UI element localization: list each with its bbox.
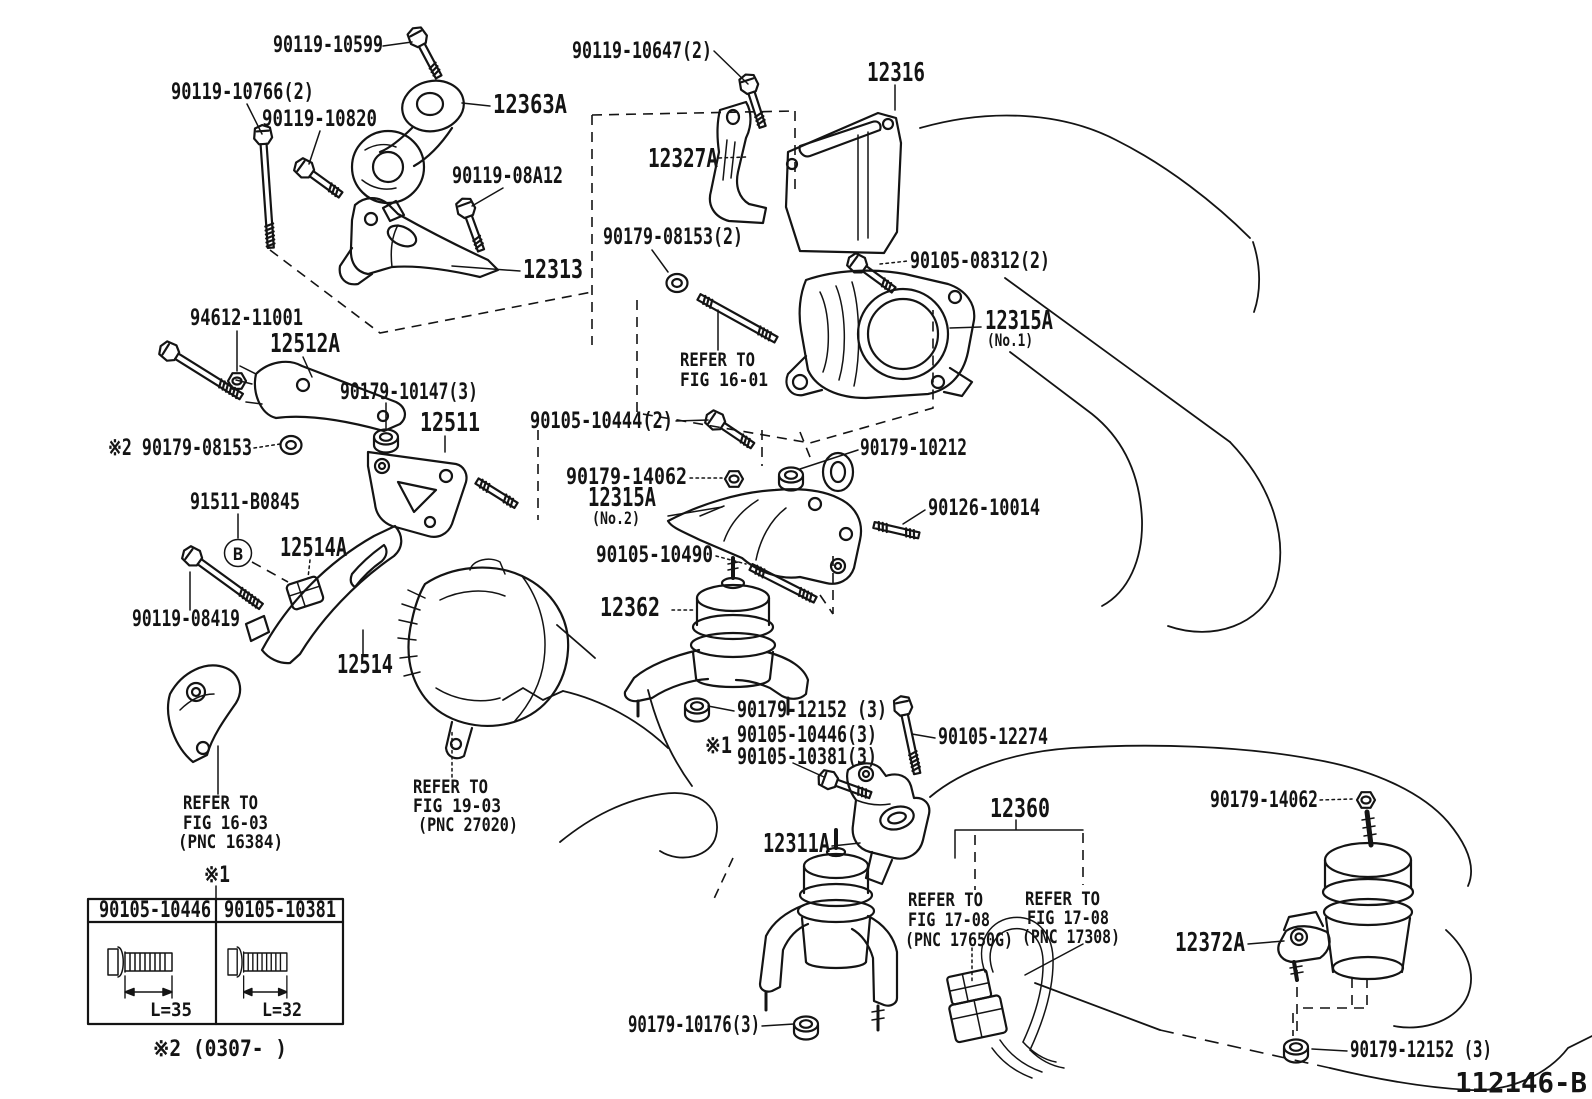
label-12511: 12511: [420, 408, 480, 438]
label-90179-08153: 90179-08153(2): [603, 225, 743, 250]
label-90179-10212: 90179-10212: [860, 436, 967, 461]
label-90179-12152-right: 90179-12152 (3): [1350, 1038, 1492, 1063]
label-ref-1603-line2: FIG 16-03: [183, 812, 268, 834]
label-ref-1903-line3: (PNC 27020): [418, 814, 518, 836]
table-length-l35: L=35: [150, 999, 192, 1021]
label-note2-90179-08153: ※2 90179-08153: [108, 436, 252, 461]
label-ref-1601-line2: FIG 16-01: [680, 369, 768, 391]
label-ref-1708a-line2: FIG 17-08: [908, 909, 990, 931]
label-12327a: 12327A: [648, 144, 718, 174]
label-90179-14062-mid: 90179-14062: [566, 465, 687, 490]
label-94612-11001: 94612-11001: [190, 306, 303, 331]
label-ref-1903-line1: REFER TO: [413, 776, 488, 798]
bracket-12512a: [235, 360, 406, 433]
label-12311a: 12311A: [763, 829, 830, 859]
label-12362: 12362: [600, 593, 660, 623]
engine-mount-12360: [758, 828, 899, 1032]
labels: 90119-10599 90119-10766(2) 90119-10820 1…: [99, 33, 1587, 1099]
label-90126-10014: 90126-10014: [928, 496, 1040, 521]
label-90105-08312: 90105-08312(2): [910, 249, 1050, 274]
label-91511-b0845: 91511-B0845: [190, 490, 300, 515]
label-12514a: 12514A: [280, 533, 347, 563]
circled-b-callout: B: [223, 538, 253, 568]
torque-rod-12363a: [350, 79, 465, 223]
table-header-90105-10381: 90105-10381: [224, 898, 336, 923]
label-90119-08a12: 90119-08A12: [452, 164, 563, 189]
label-ref-1708a-line3: (PNC 17650G): [905, 929, 1013, 951]
label-ref-1708b-line3: (PNC 17308): [1022, 926, 1120, 948]
label-ref-1708b-line1: REFER TO: [1025, 888, 1100, 910]
table-note-below: ※2 (0307- ): [153, 1037, 287, 1062]
construction-lines: [251, 110, 1368, 1038]
bolt-length-table: [86, 897, 345, 1026]
label-ref-1601-line1: REFER TO: [680, 349, 755, 371]
label-12363a: 12363A: [493, 90, 567, 120]
label-12315a-no1: 12315A: [985, 306, 1053, 336]
label-12313: 12313: [523, 255, 583, 285]
label-12315a-no2: 12315A: [588, 483, 656, 513]
table-length-l32: L=32: [262, 999, 302, 1021]
label-90119-10647: 90119-10647(2): [572, 39, 712, 64]
label-ref-1708b-line2: FIG 17-08: [1027, 907, 1109, 929]
label-90105-10446: 90105-10446(3): [737, 723, 877, 748]
label-90105-12274: 90105-12274: [938, 725, 1048, 750]
label-12514: 12514: [337, 650, 393, 680]
engine-outline: [502, 114, 1592, 1091]
label-12372a: 12372A: [1175, 928, 1245, 958]
label-ref-1603-line1: REFER TO: [183, 792, 258, 814]
plate-12316: [784, 111, 903, 255]
label-90119-10599: 90119-10599: [273, 33, 383, 58]
alternator-fig-19-03: [397, 558, 570, 760]
label-90179-10147: 90179-10147(3): [340, 380, 478, 405]
label-90105-10444: 90105-10444(2): [530, 409, 673, 434]
label-12315a-no2-sub: (No.2): [592, 509, 640, 529]
table-header-90105-10446: 90105-10446: [99, 898, 211, 923]
label-12360: 12360: [990, 794, 1050, 824]
bracket-12511: [366, 450, 468, 538]
mounting-bracket-12315a-no1: [785, 269, 976, 400]
insulator-block-12514a: [285, 575, 325, 611]
label-12316: 12316: [867, 58, 925, 88]
label-90105-10381: 90105-10381(3): [737, 745, 877, 770]
harness-fig-17-08: [946, 916, 1065, 1079]
bracket-12313: [338, 197, 500, 286]
label-ref-1708a-line1: REFER TO: [908, 889, 983, 911]
bracket-fig-16-03: [167, 664, 242, 764]
label-90105-10490: 90105-10490: [596, 543, 713, 568]
label-ref-1603-line3: (PNC 16384): [178, 831, 283, 853]
engine-mount-12362: [623, 556, 810, 718]
label-90179-12152-mid: 90179-12152 (3): [737, 698, 887, 723]
label-note1-mark: ※1: [705, 734, 732, 759]
label-12512a: 12512A: [270, 329, 340, 359]
table-note-above: ※1: [204, 863, 230, 888]
label-90179-10176: 90179-10176(3): [628, 1013, 760, 1038]
label-90119-10820: 90119-10820: [262, 107, 377, 132]
engine-mount-12372a: [1277, 809, 1415, 982]
label-ref-1903-line2: FIG 19-03: [413, 795, 501, 817]
bracket-12327a: [708, 100, 768, 225]
figure-code: 112146-B: [1455, 1066, 1587, 1099]
mounting-bracket-12315a-no2: [666, 451, 863, 585]
label-90119-10766: 90119-10766(2): [171, 80, 314, 105]
label-90179-14062-right: 90179-14062: [1210, 788, 1318, 813]
label-90119-08419: 90119-08419: [132, 607, 240, 632]
label-12315a-no1-sub: (No.1): [987, 331, 1033, 351]
bracket-12311a: [846, 762, 931, 886]
bracket-arm-12514: [244, 524, 403, 665]
circled-b-letter: B: [233, 545, 243, 565]
